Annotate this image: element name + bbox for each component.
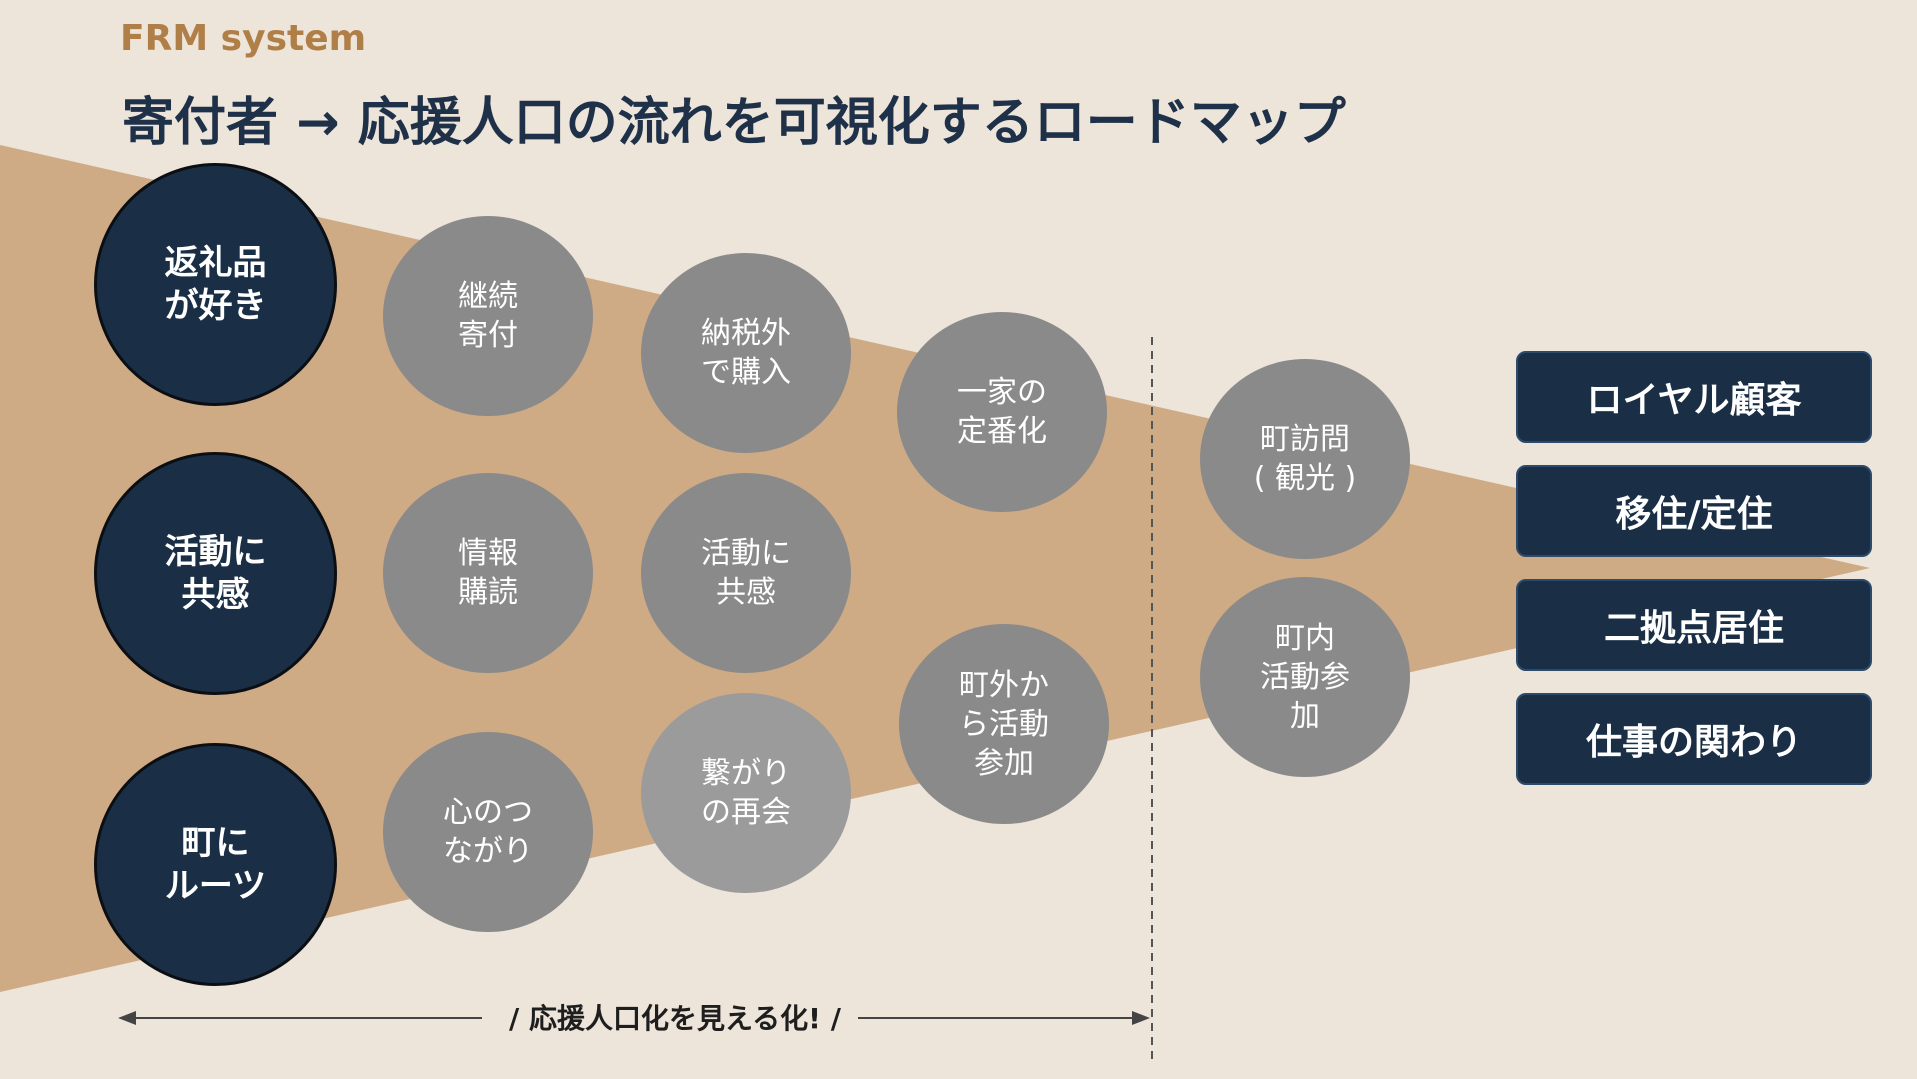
stage-circle-continued-donation: 継続 寄付 — [383, 216, 593, 416]
stage-circle-remote-participation: 町外か ら活動 参加 — [899, 624, 1109, 824]
stage-circle-label: 繋がり の再会 — [701, 756, 791, 830]
stage-circle-label: 町外か ら活動 参加 — [959, 667, 1049, 781]
stage-circle-label: 継続 寄付 — [458, 279, 518, 353]
stage-circle-label: 納税外 で購入 — [701, 316, 791, 390]
span-arrow-left-head — [118, 1011, 136, 1025]
start-circle-roots: 町に ルーツ — [94, 743, 337, 986]
stage-circle-activity-empathy: 活動に 共感 — [641, 473, 851, 673]
outcome-relocation: 移住/定住 — [1516, 465, 1872, 557]
stage-circle-non-tax-purchase: 納税外 で購入 — [641, 253, 851, 453]
stage-circle-label: 情報 購読 — [458, 536, 518, 610]
outcome-work-involvement: 仕事の関わり — [1516, 693, 1872, 785]
stage-circle-label: 心のつ ながり — [443, 795, 533, 869]
stage-circle-label: 町訪問 ( 観光 ) — [1253, 422, 1357, 496]
outcome-loyal-customer: ロイヤル顧客 — [1516, 351, 1872, 443]
outcome-dual-residence: 二拠点居住 — [1516, 579, 1872, 671]
stage-circle-label: 一家の 定番化 — [957, 375, 1047, 449]
stage-circle-label: 町内 活動参 加 — [1260, 620, 1350, 734]
stage-circle-reunion: 繋がり の再会 — [641, 693, 851, 893]
brand-label: FRM system — [120, 18, 367, 59]
span-caption: / 応援人口化を見える化! / — [509, 1002, 841, 1035]
start-circle-empathy: 活動に 共感 — [94, 452, 337, 695]
stage-circle-local-participation: 町内 活動参 加 — [1200, 577, 1410, 777]
stage-circle-family-staple: 一家の 定番化 — [897, 312, 1107, 512]
stage-circle-town-visit: 町訪問 ( 観光 ) — [1200, 359, 1410, 559]
span-arrow-right-head — [1132, 1011, 1150, 1025]
start-circle-label: 活動に 共感 — [164, 532, 267, 615]
stage-circle-label: 活動に 共感 — [701, 536, 791, 610]
start-circle-label: 町に ルーツ — [164, 823, 267, 906]
start-circle-gifts: 返礼品 が好き — [94, 163, 337, 406]
page-title: 寄付者 → 応援人口の流れを可視化するロードマップ — [122, 93, 1346, 153]
stage-circle-heart-connection: 心のつ ながり — [383, 732, 593, 932]
stage-circle-info-subscription: 情報 購読 — [383, 473, 593, 673]
start-circle-label: 返礼品 が好き — [164, 243, 267, 326]
